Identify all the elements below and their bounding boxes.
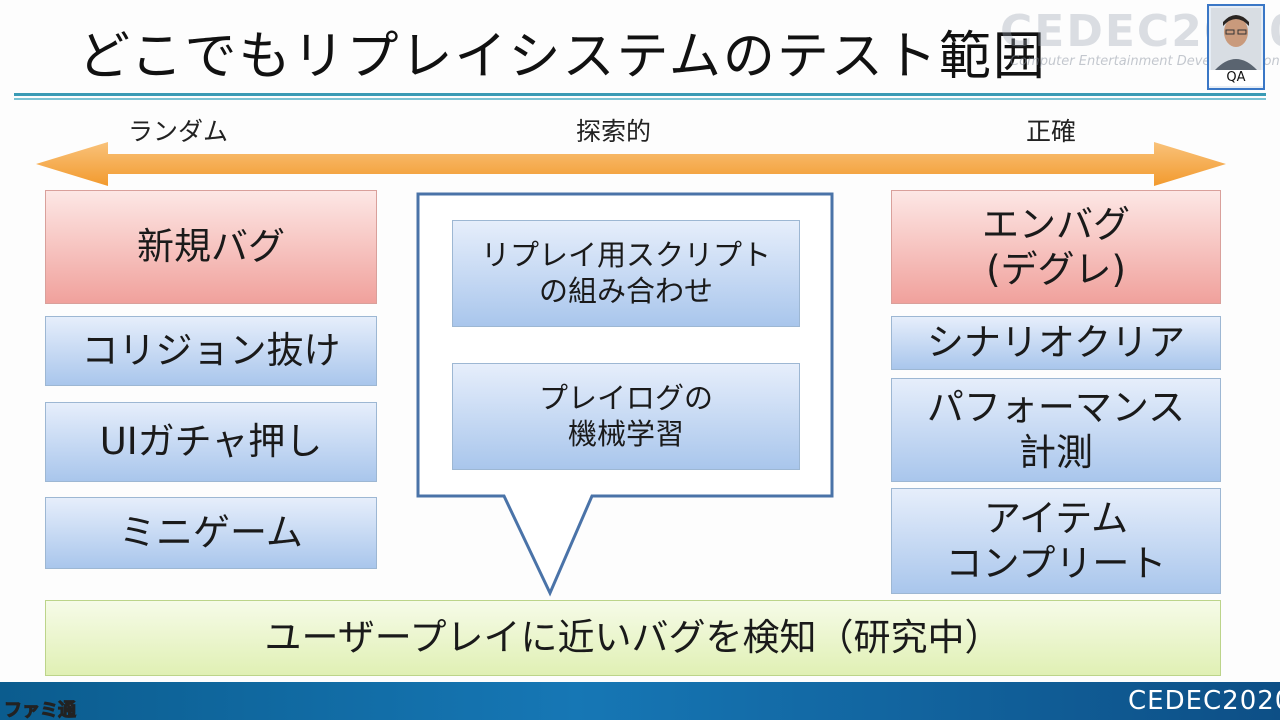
presenter-camera: QA [1207, 4, 1265, 90]
presenter-avatar-icon [1211, 8, 1261, 70]
right-box-item-complete-line1: アイテム [983, 496, 1129, 540]
right-box-item-complete: アイテム コンプリート [891, 488, 1221, 594]
slide-title: どこでもリプレイシステムのテスト範囲 [78, 27, 1047, 87]
center-box-script-combo-line2: の組み合わせ [538, 273, 713, 308]
bottom-banner-user-like-bugs: ユーザープレイに近いバグを検知（研究中） [45, 600, 1221, 676]
footer-cedec-logo: CEDEC2020 [1128, 686, 1280, 716]
left-box-new-bug: 新規バグ [45, 190, 377, 304]
right-box-regression: エンバグ (デグレ) [891, 190, 1221, 304]
left-box-minigame: ミニゲーム [45, 497, 377, 569]
right-box-performance: パフォーマンス 計測 [891, 378, 1221, 482]
right-box-scenario-clear: シナリオクリア [891, 316, 1221, 370]
double-arrow-icon [36, 142, 1226, 186]
axis-label-exploratory: 探索的 [576, 117, 652, 146]
center-box-ml-playlog-line2: 機械学習 [567, 416, 684, 451]
center-box-script-combo-line1: リプレイ用スクリプト [480, 238, 771, 273]
right-box-regression-line2: (デグレ) [986, 248, 1126, 291]
center-box-ml-playlog: プレイログの 機械学習 [452, 363, 800, 470]
header-rule-secondary [14, 98, 1266, 100]
header-rule [14, 93, 1266, 96]
right-box-performance-line2: 計測 [1019, 431, 1093, 474]
axis-label-accurate: 正確 [1026, 117, 1077, 146]
famitsu-logo: ファミ通 [4, 700, 77, 720]
presenter-label: QA [1209, 70, 1263, 86]
axis-label-random: ランダム [128, 117, 229, 146]
right-box-item-complete-line2: コンプリート [945, 542, 1167, 585]
center-box-script-combo: リプレイ用スクリプト の組み合わせ [452, 220, 800, 327]
right-box-regression-line1: エンバグ [982, 202, 1130, 246]
left-box-ui-mash: UIガチャ押し [45, 402, 377, 482]
left-box-collision: コリジョン抜け [45, 316, 377, 386]
right-box-performance-line1: パフォーマンス [926, 385, 1186, 429]
right-box-scenario-clear-line1: シナリオクリア [926, 321, 1186, 365]
center-box-ml-playlog-line1: プレイログの [538, 381, 713, 416]
footer-bar [0, 682, 1280, 720]
